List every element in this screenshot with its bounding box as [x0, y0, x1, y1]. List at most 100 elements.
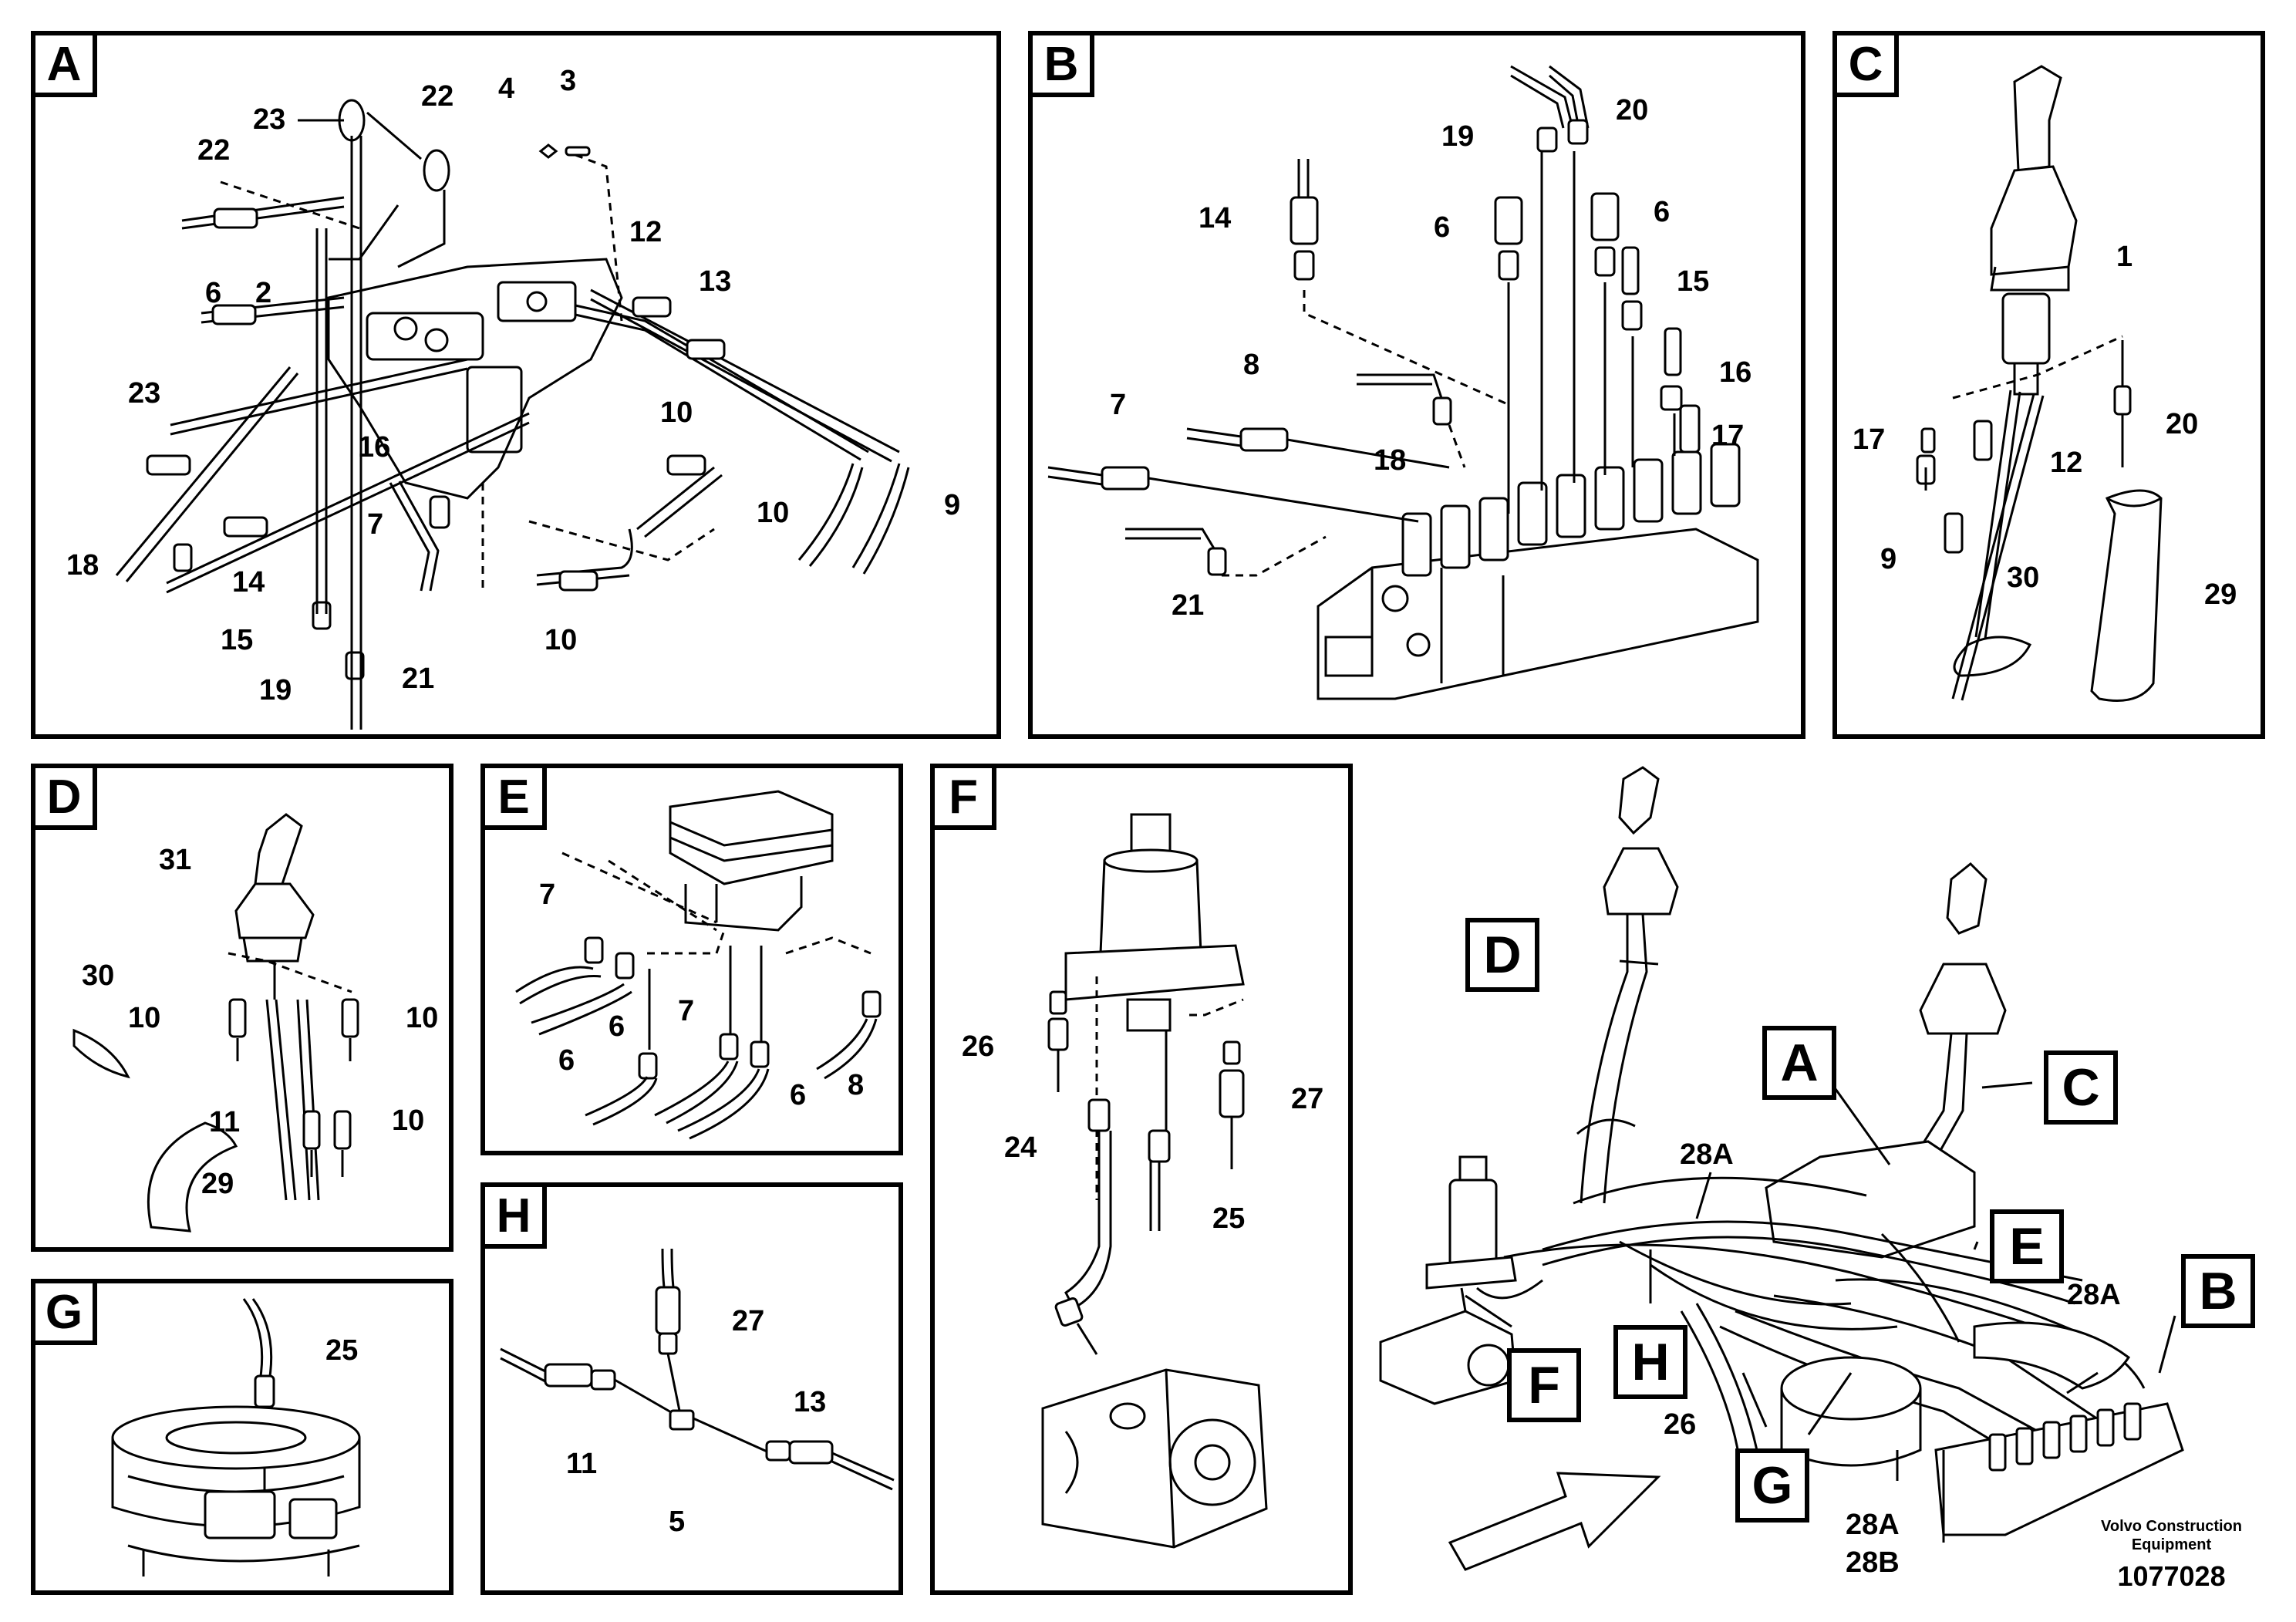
label-b-16: 16 [1719, 356, 1752, 389]
drawing-number: 1077028 [2117, 1560, 2226, 1592]
label-b-8: 8 [1243, 349, 1260, 381]
label-d-10-left: 10 [128, 1002, 161, 1034]
panel-h-tag: H [480, 1182, 547, 1249]
overview-callout-h: H [1613, 1325, 1687, 1399]
label-e-8: 8 [848, 1069, 865, 1101]
label-a-18: 18 [66, 549, 99, 582]
publisher-name-line1: Volvo Construction [2101, 1518, 2242, 1535]
label-h-11: 11 [566, 1448, 598, 1480]
label-a-23-top: 23 [253, 103, 286, 136]
panel-c-drawing [1916, 65, 2163, 702]
label-a-10-right: 10 [757, 497, 790, 529]
label-d-10-bottom: 10 [392, 1104, 425, 1137]
label-b-20: 20 [1616, 94, 1649, 126]
label-f-24: 24 [1004, 1131, 1037, 1164]
panel-b-drawing [1047, 65, 1759, 700]
label-a-14: 14 [232, 566, 265, 599]
panel-f-tag: F [930, 764, 996, 830]
label-b-19: 19 [1441, 120, 1475, 153]
panel-g: G 25 [31, 1279, 453, 1595]
label-h-5: 5 [669, 1506, 686, 1538]
label-a-22-top: 22 [421, 80, 454, 113]
label-b-17: 17 [1711, 420, 1745, 452]
label-a-10-mid: 10 [660, 396, 693, 429]
label-d-30: 30 [82, 959, 115, 992]
overview-label-28a-bottom: 28A [1846, 1509, 1900, 1541]
publisher-name-line2: Equipment [2131, 1536, 2212, 1553]
label-g-25: 25 [325, 1334, 359, 1367]
label-h-27: 27 [732, 1305, 765, 1337]
label-a-12: 12 [629, 216, 663, 248]
panel-f: F 26 27 24 25 [930, 764, 1353, 1595]
label-a-6: 6 [205, 277, 222, 309]
panel-h-drawing [500, 1248, 895, 1491]
panel-c: C 1 17 20 12 9 30 29 [1832, 31, 2265, 739]
overview-callout-f: F [1507, 1348, 1581, 1422]
panel-e: E 7 6 6 7 6 8 [480, 764, 903, 1155]
label-e-7-mid: 7 [678, 995, 695, 1027]
panel-a-drawing [115, 99, 910, 730]
panel-c-tag: C [1832, 31, 1899, 97]
overview-callout-d: D [1465, 918, 1539, 992]
overview-label-28b-bottom: 28B [1846, 1546, 1900, 1579]
panel-h: H 27 11 13 5 [480, 1182, 903, 1595]
label-b-7: 7 [1110, 389, 1127, 421]
label-a-23-left: 23 [128, 377, 161, 410]
overview-label-26: 26 [1664, 1408, 1697, 1441]
label-e-6-right: 6 [790, 1079, 807, 1111]
overview-callout-b: B [2181, 1254, 2255, 1328]
panel-d-tag: D [31, 764, 97, 830]
label-b-6-left: 6 [1434, 211, 1451, 244]
panel-d: D 31 30 10 10 11 10 29 [31, 764, 453, 1252]
label-a-10-bottom: 10 [544, 624, 578, 656]
label-a-2: 2 [255, 277, 272, 309]
label-a-22-left: 22 [197, 134, 231, 167]
label-d-10-right: 10 [406, 1002, 439, 1034]
overview-callout-c: C [2044, 1050, 2118, 1125]
label-e-6-mid: 6 [609, 1010, 625, 1043]
overview-label-28a-top: 28A [1680, 1138, 1734, 1171]
panel-e-drawing [515, 790, 882, 1140]
label-b-21: 21 [1172, 589, 1205, 622]
overview-callout-e: E [1990, 1209, 2064, 1283]
label-d-29: 29 [201, 1168, 234, 1200]
label-a-13: 13 [699, 265, 732, 298]
label-h-13: 13 [794, 1386, 827, 1418]
label-b-14: 14 [1199, 202, 1232, 234]
label-d-31: 31 [159, 844, 192, 876]
label-c-17: 17 [1853, 423, 1886, 456]
publisher-footer: Volvo Construction Equipment 1077028 [2101, 1517, 2242, 1593]
label-d-11: 11 [209, 1106, 241, 1138]
label-a-21: 21 [402, 663, 435, 695]
overview-callout-g: G [1735, 1448, 1809, 1523]
label-c-9: 9 [1880, 543, 1897, 575]
label-b-18: 18 [1374, 444, 1407, 477]
label-c-20: 20 [2166, 408, 2199, 440]
label-f-27: 27 [1291, 1083, 1324, 1115]
label-f-25: 25 [1212, 1202, 1246, 1235]
label-a-9: 9 [944, 489, 961, 521]
label-b-6-right: 6 [1654, 196, 1671, 228]
panel-b-tag: B [1028, 31, 1094, 97]
panel-g-tag: G [31, 1279, 97, 1345]
label-a-3: 3 [560, 65, 577, 97]
label-f-26: 26 [962, 1030, 995, 1063]
panel-a-tag: A [31, 31, 97, 97]
label-e-6-left: 6 [558, 1044, 575, 1077]
label-b-15: 15 [1677, 265, 1710, 298]
panel-b: B [1028, 31, 1805, 739]
label-a-7: 7 [367, 508, 384, 541]
overview-callout-a: A [1762, 1026, 1836, 1100]
panel-e-tag: E [480, 764, 547, 830]
overview-label-28a-right: 28A [2067, 1279, 2121, 1311]
panel-d-drawing [72, 813, 359, 1233]
panel-g-drawing [111, 1298, 361, 1576]
label-a-15: 15 [221, 624, 254, 656]
panel-a: A [31, 31, 1001, 739]
label-c-30: 30 [2007, 561, 2040, 594]
panel-f-drawing [1041, 813, 1268, 1549]
label-e-7-left: 7 [539, 878, 556, 911]
label-a-19: 19 [259, 674, 292, 706]
label-c-1: 1 [2116, 241, 2133, 273]
label-a-4: 4 [498, 73, 515, 105]
